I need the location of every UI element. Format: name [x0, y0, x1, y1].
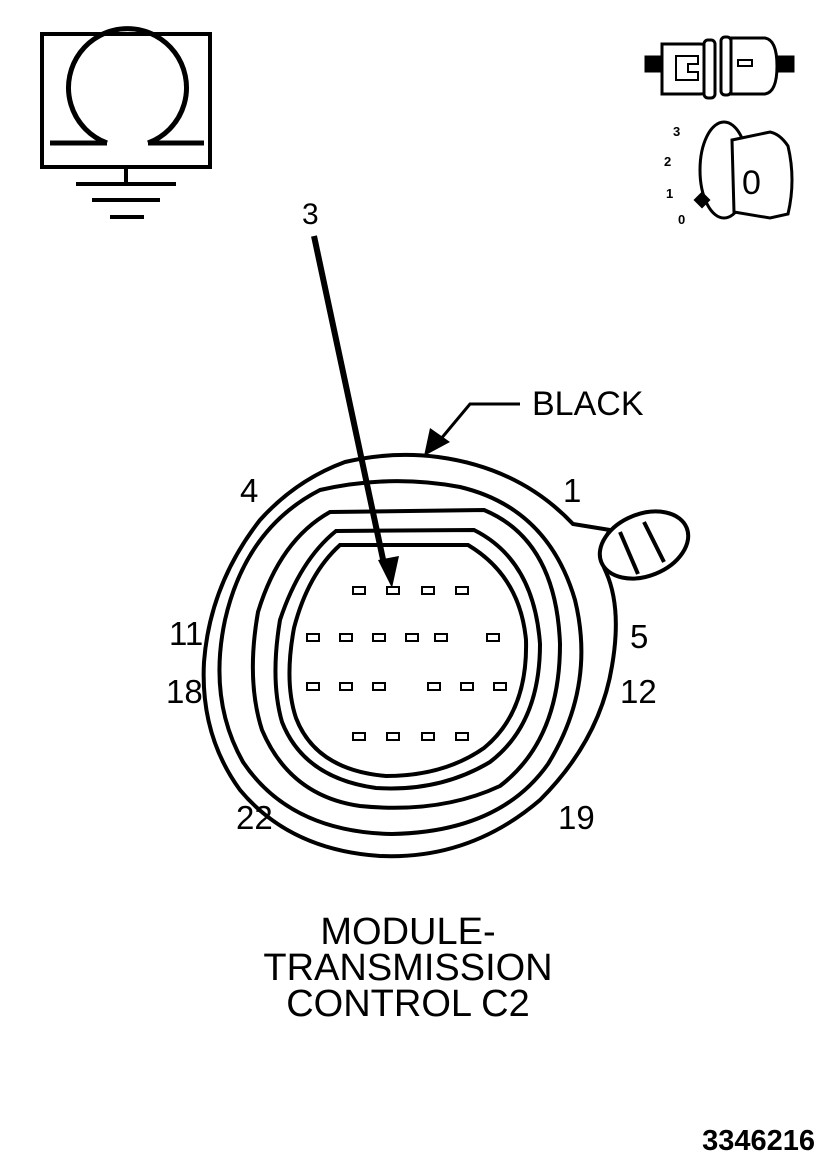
ignition-key-off-icon: 3 2 1 0 0: [664, 120, 794, 227]
pin-cavity: [421, 732, 435, 741]
ignition-pos-3: 3: [673, 124, 680, 139]
pin-cavity: [372, 633, 386, 642]
pin-label-22: 22: [236, 799, 273, 836]
ignition-key-label: 0: [742, 164, 761, 202]
pin-cavity: [306, 633, 320, 642]
probe-arrow: [311, 235, 399, 588]
pin-cavities: [306, 586, 507, 741]
pin-cavity: [372, 682, 386, 691]
pin-cavity: [352, 732, 366, 741]
pin-cavity: [352, 586, 366, 595]
pin-cavity: [460, 682, 474, 691]
pin-cavity: [421, 586, 435, 595]
probe-pin-label: 3: [302, 198, 319, 231]
pin-label-1: 1: [563, 472, 581, 509]
ignition-pos-0: 0: [678, 212, 685, 227]
pin-label-18: 18: [166, 673, 203, 710]
pin-label-12: 12: [620, 673, 657, 710]
ohmmeter-icon: [40, 26, 212, 169]
pin-cavity: [339, 633, 353, 642]
pin-cavity: [405, 633, 419, 642]
pin-cavity: [386, 586, 400, 595]
pin-cavity: [306, 682, 320, 691]
title-line-3: CONTROL C2: [286, 983, 530, 1025]
disconnected-connector-icon: [644, 35, 795, 100]
pin-label-5: 5: [630, 618, 648, 655]
ignition-pos-1: 1: [666, 186, 673, 201]
pin-cavity: [455, 586, 469, 595]
pin-cavity: [455, 732, 469, 741]
color-leader-arrow: [424, 402, 520, 456]
pin-label-11: 11: [169, 615, 203, 652]
ground-icon: [76, 167, 176, 219]
connector-color-label: BLACK: [532, 385, 644, 423]
pin-cavity: [434, 633, 448, 642]
title-line-2: TRANSMISSION: [263, 947, 552, 989]
pin-cavity: [427, 682, 441, 691]
pin-cavity: [386, 732, 400, 741]
connector-body: [201, 452, 691, 859]
pin-label-4: 4: [240, 472, 258, 509]
ignition-pos-2: 2: [664, 154, 671, 169]
pin-cavity: [493, 682, 507, 691]
pin-cavity: [339, 682, 353, 691]
title-line-1: MODULE-: [320, 911, 495, 953]
pin-cavity: [486, 633, 500, 642]
figure-number: 3346216: [702, 1125, 815, 1157]
pin-label-19: 19: [558, 799, 595, 836]
